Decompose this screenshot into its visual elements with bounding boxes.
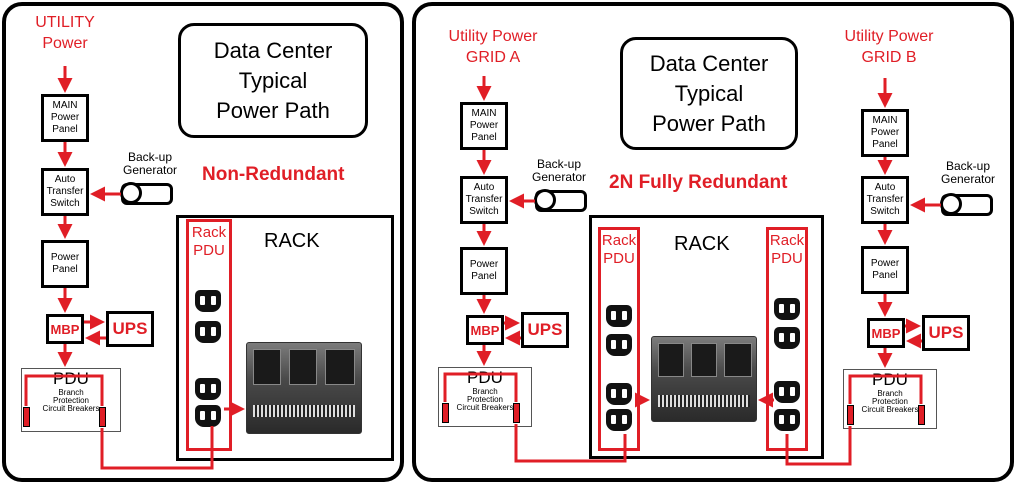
generator-a-icon [534, 189, 587, 212]
non-redundant-heading: Non-Redundant [202, 164, 345, 185]
main-power-panel-b: MAIN Power Panel [861, 109, 909, 157]
mbp-box-a: MBP [466, 315, 504, 345]
utility-grid-a-label: Utility Power GRID A [448, 28, 538, 66]
pdu-branch-protection: PDU Branch Protection Circuit Breakers [21, 368, 121, 432]
power-panel: Power Panel [41, 240, 89, 288]
ups-box: UPS [106, 311, 154, 347]
fully-redundant-heading: 2N Fully Redundant [609, 172, 788, 193]
auto-transfer-switch-a: Auto Transfer Switch [460, 176, 508, 224]
rack-pdu-label: Rack PDU [601, 232, 637, 267]
utility-grid-b-label: Utility Power GRID B [844, 28, 934, 66]
power-outlet-icon [774, 409, 800, 431]
rack-title: RACK [264, 230, 320, 252]
circuit-breaker [99, 407, 106, 427]
power-outlet-icon [195, 321, 221, 343]
pdu-branch-protection-b: PDU Branch Protection Circuit Breakers [843, 369, 937, 429]
generator-b-label: Back-up Generator [940, 159, 996, 186]
power-outlet-icon [774, 381, 800, 403]
ups-box-b: UPS [922, 315, 970, 351]
circuit-breaker [513, 403, 520, 423]
utility-power-label: UTILITY Power [35, 14, 95, 52]
server-icon [651, 336, 757, 422]
generator-a-label: Back-up Generator [531, 157, 587, 184]
power-outlet-icon [774, 327, 800, 349]
pdu-title: PDU [872, 370, 908, 389]
power-outlet-icon [606, 305, 632, 327]
power-outlet-icon [195, 405, 221, 427]
power-outlet-icon [195, 290, 221, 312]
rack-pdu-label: Rack PDU [191, 224, 227, 259]
main-power-panel-a: MAIN Power Panel [460, 102, 508, 150]
circuit-breaker [918, 405, 925, 425]
power-outlet-icon [606, 383, 632, 405]
pdu-branch-protection-a: PDU Branch Protection Circuit Breakers [438, 367, 532, 427]
rack-pdu-b: Rack PDU [766, 227, 808, 451]
pdu-title: PDU [53, 369, 89, 388]
circuit-breaker [23, 407, 30, 427]
power-outlet-icon [774, 298, 800, 320]
rack-pdu-label: Rack PDU [769, 232, 805, 267]
power-outlet-icon [606, 409, 632, 431]
generator-b-icon [940, 193, 993, 216]
diagram-title: Data Center Typical Power Path [178, 23, 368, 138]
diagram-title: Data Center Typical Power Path [620, 37, 798, 150]
auto-transfer-switch: Auto Transfer Switch [41, 168, 89, 216]
server-icon [246, 342, 362, 434]
circuit-breaker [442, 403, 449, 423]
mbp-box-b: MBP [867, 318, 905, 348]
main-power-panel: MAIN Power Panel [41, 94, 89, 142]
generator-label: Back-up Generator [122, 150, 178, 177]
mbp-box: MBP [46, 314, 84, 344]
power-outlet-icon [195, 378, 221, 400]
power-panel-b: Power Panel [861, 246, 909, 294]
generator-icon [120, 182, 173, 205]
auto-transfer-switch-b: Auto Transfer Switch [861, 176, 909, 224]
circuit-breaker [847, 405, 854, 425]
rack-pdu: Rack PDU [186, 219, 232, 451]
pdu-title: PDU [467, 368, 503, 387]
rack-title: RACK [674, 233, 730, 255]
power-panel-a: Power Panel [460, 247, 508, 295]
ups-box-a: UPS [521, 312, 569, 348]
power-outlet-icon [606, 334, 632, 356]
